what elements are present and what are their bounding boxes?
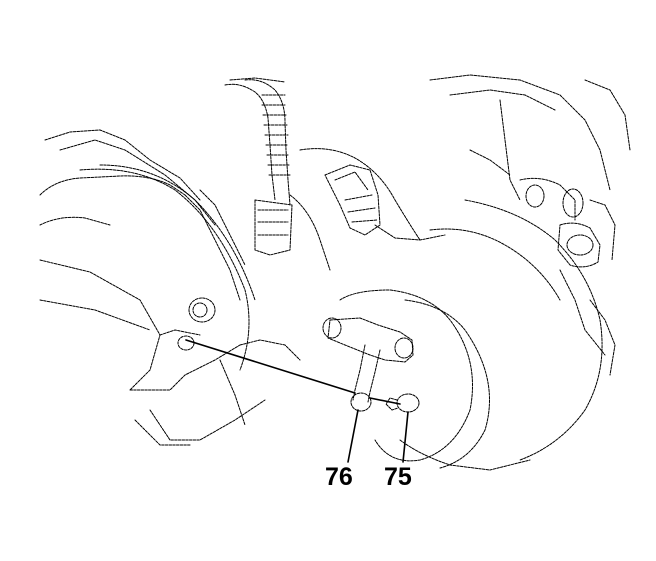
callout-label-76: 76 — [325, 463, 353, 491]
engine-block-outline — [39, 129, 301, 446]
front-cover — [79, 164, 256, 371]
callout-leaders — [347, 409, 409, 463]
transmission-side — [429, 74, 631, 376]
wiring-harness — [224, 77, 331, 271]
mount-boss — [177, 297, 216, 351]
leader-line-76 — [347, 409, 359, 463]
leader-line-75 — [402, 411, 409, 463]
alignment-line — [185, 339, 401, 405]
cam-position-sensor — [322, 317, 414, 412]
callout-label-75: 75 — [384, 463, 412, 491]
sensor-connector — [299, 148, 446, 241]
flywheel-housing — [339, 199, 603, 471]
